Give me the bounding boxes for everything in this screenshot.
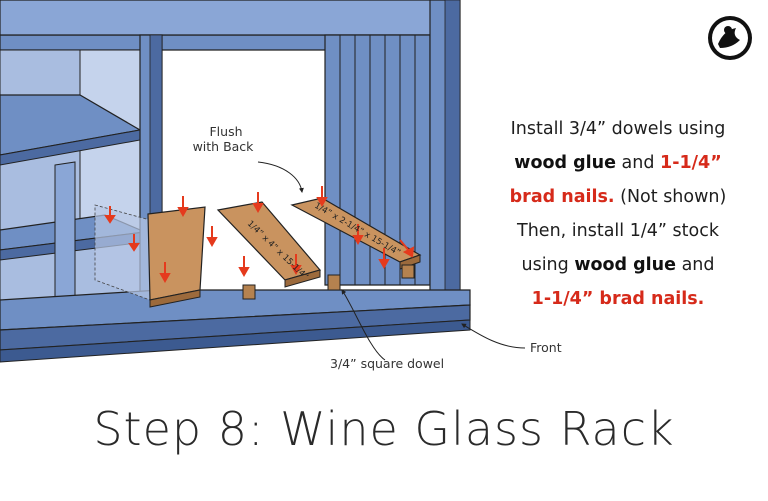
nail-size-1: 1-1/4” <box>660 153 722 173</box>
and-2: and <box>676 255 715 275</box>
front-leader <box>461 323 526 349</box>
not-shown: (Not shown) <box>614 187 727 207</box>
wood-glue-1: wood glue <box>514 153 616 173</box>
front-callout: Front <box>530 340 562 355</box>
and-1: and <box>615 153 661 173</box>
flush-callout: Flush with Back <box>193 124 254 154</box>
nail-arrows <box>104 186 415 284</box>
instruction-text: Install 3/4” dowels using wood glue and … <box>488 112 748 316</box>
instruction-line-3: brad nails. (Not shown) <box>488 180 748 214</box>
craftsman-logo-icon <box>708 16 752 60</box>
flush-leader <box>257 161 304 193</box>
using: using <box>521 255 575 275</box>
instruction-line-5: using wood glue and <box>488 248 748 282</box>
board-2 <box>216 201 322 288</box>
page-title: Step 8: Wine Glass Rack <box>93 402 675 456</box>
flush-callout-line2: with Back <box>192 139 254 154</box>
right-post-side <box>444 0 461 306</box>
flush-callout-line1: Flush <box>209 124 243 139</box>
instruction-line-2: wood glue and 1-1/4” <box>488 146 748 180</box>
instruction-line-4: Then, install 1/4” stock <box>517 221 719 241</box>
instruction-line-6: 1-1/4” brad nails. <box>531 289 705 309</box>
brad-nails-1: brad nails. <box>509 187 615 207</box>
dowels <box>242 264 415 300</box>
board-1 <box>147 206 206 308</box>
instruction-line-1: Install 3/4” dowels using <box>510 119 726 139</box>
back-slats <box>339 35 416 285</box>
base-lower <box>0 319 471 363</box>
dowel-callout: 3/4” square dowel <box>330 356 445 371</box>
top-rail-edge <box>0 0 451 36</box>
dowel-leader <box>341 289 386 361</box>
wood-glue-2: wood glue <box>574 255 677 275</box>
